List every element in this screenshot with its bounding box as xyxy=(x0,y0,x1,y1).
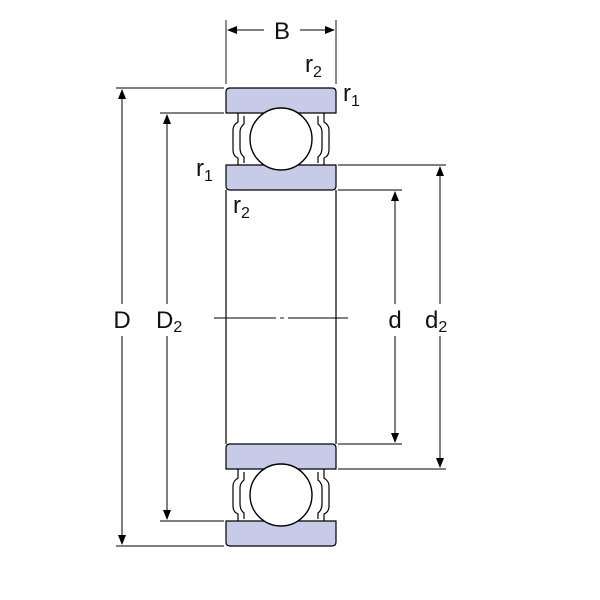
top-right-shield xyxy=(323,113,330,165)
top-left-shield xyxy=(232,113,239,165)
label-d: d xyxy=(388,307,401,334)
top-ball xyxy=(249,107,313,171)
bottom-ball xyxy=(249,463,313,527)
bottom-left-shield xyxy=(232,469,239,521)
bottom-left-shield-inner xyxy=(239,472,245,519)
bottom-inner-ring xyxy=(225,443,337,470)
top-inner-ring xyxy=(225,164,337,191)
extension-lines xyxy=(116,20,446,547)
bottom-right-shield xyxy=(323,469,330,521)
label-r2-lower: r2 xyxy=(233,192,250,222)
bottom-outer-ring xyxy=(225,520,337,547)
label-r2-top: r2 xyxy=(305,51,322,81)
dimension-labels: B D D2 d d2 r2 r1 r1 r2 xyxy=(113,18,447,336)
top-outer-ring xyxy=(225,87,337,114)
top-section xyxy=(225,87,337,191)
bottom-right-shield-inner xyxy=(317,472,323,519)
label-r1-top: r1 xyxy=(343,80,360,110)
top-right-shield-inner xyxy=(317,116,323,163)
top-left-shield-inner xyxy=(239,116,245,163)
label-d2: d2 xyxy=(425,307,447,336)
bearing-body xyxy=(225,190,337,444)
label-r1-left: r1 xyxy=(196,155,213,185)
bottom-section xyxy=(225,443,337,547)
dimension-lines xyxy=(118,26,444,545)
label-D2: D2 xyxy=(156,307,182,336)
label-B: B xyxy=(274,18,290,45)
label-D: D xyxy=(113,307,130,334)
